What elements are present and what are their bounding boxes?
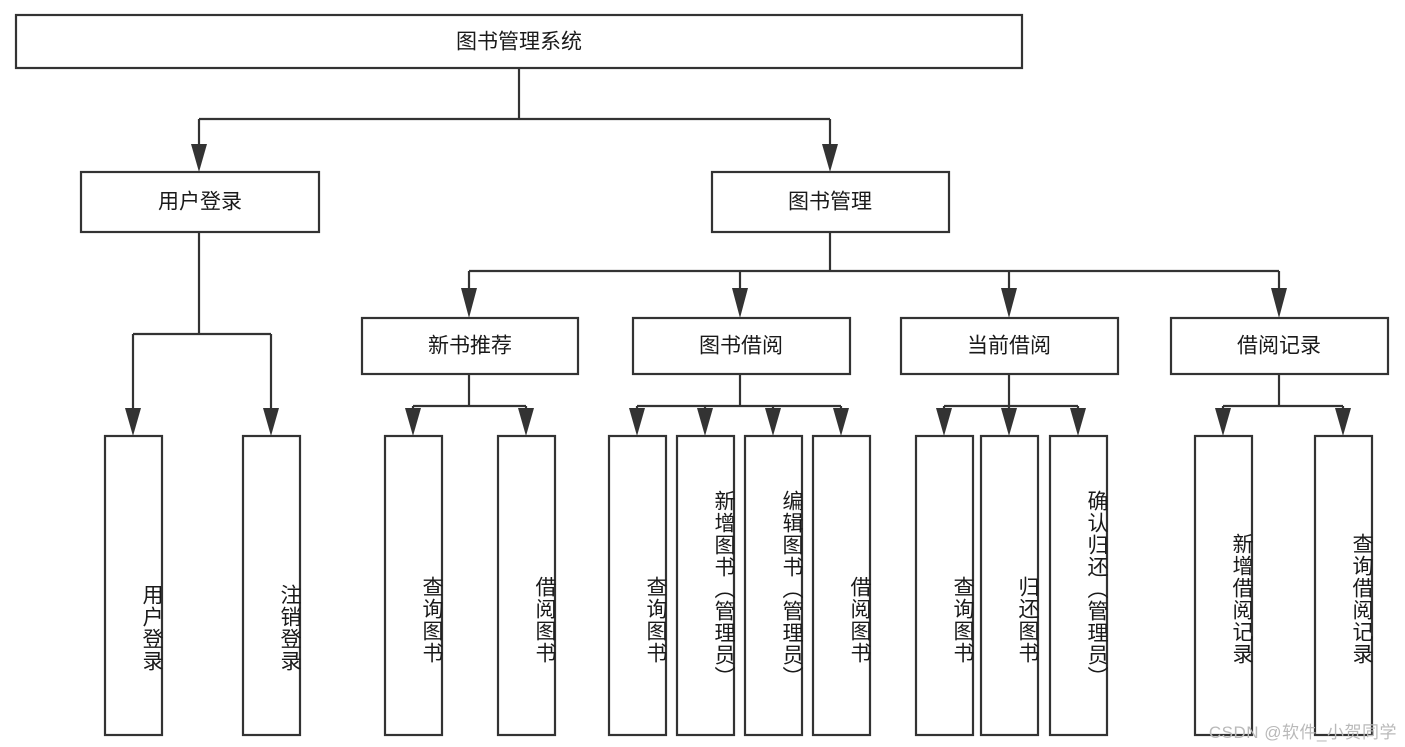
node-leaf-user-login-box[interactable]	[103, 434, 164, 737]
arrowhead-leaf-query-book-3	[936, 408, 952, 436]
node-leaf-query-record-box[interactable]	[1313, 434, 1374, 737]
arrowhead-borrow-record	[1271, 288, 1287, 318]
node-user-login-label: 用户登录	[158, 191, 242, 214]
arrowhead-leaf-query-record	[1335, 408, 1351, 436]
node-book-borrow-box[interactable]	[631, 316, 852, 376]
node-current-borrow-label: 当前借阅	[967, 335, 1051, 358]
node-borrow-record-box[interactable]	[1169, 316, 1390, 376]
node-book-manage[interactable]: 图书管理	[710, 170, 951, 234]
node-leaf-query-book-3-box[interactable]	[914, 434, 975, 737]
node-leaf-borrow-book-2-box[interactable]	[811, 434, 872, 737]
node-user-login[interactable]: 用户登录	[79, 170, 321, 234]
arrowhead-leaf-edit-book	[765, 408, 781, 436]
arrowhead-leaf-query-book-2	[629, 408, 645, 436]
node-book-borrow[interactable]: 图书借阅	[631, 316, 852, 376]
node-user-login-box[interactable]	[79, 170, 321, 234]
node-new-book-recommend-label: 新书推荐	[428, 335, 512, 358]
arrowhead-leaf-query-book-1	[405, 408, 421, 436]
arrowhead-leaf-user-logout	[263, 408, 279, 436]
node-leaf-edit-book-box[interactable]	[743, 434, 804, 737]
node-new-book-recommend[interactable]: 新书推荐	[360, 316, 580, 376]
connector-group-current-borrow	[936, 374, 1086, 436]
node-leaf-query-book-1-box[interactable]	[383, 434, 444, 737]
node-leaf-confirm-return-box[interactable]	[1048, 434, 1109, 737]
watermark-text: CSDN @软件_小贺同学	[1208, 723, 1397, 742]
connector-group-borrow-record	[1215, 374, 1351, 436]
node-book-borrow-label: 图书借阅	[699, 335, 783, 358]
arrowhead-new-book-recommend	[461, 288, 477, 318]
connector-group-new-book-recommend	[405, 374, 534, 436]
connector-group-book-borrow	[629, 374, 849, 436]
node-root-label: 图书管理系统	[456, 31, 582, 54]
node-current-borrow-box[interactable]	[899, 316, 1120, 376]
node-new-book-recommend-box[interactable]	[360, 316, 580, 376]
arrowhead-user-login	[191, 144, 207, 172]
node-current-borrow[interactable]: 当前借阅	[899, 316, 1120, 376]
node-root-box[interactable]	[14, 13, 1024, 70]
node-book-manage-box[interactable]	[710, 170, 951, 234]
arrowhead-leaf-add-book	[697, 408, 713, 436]
node-book-manage-label: 图书管理	[788, 191, 872, 214]
arrowhead-leaf-borrow-book-1	[518, 408, 534, 436]
node-borrow-record[interactable]: 借阅记录	[1169, 316, 1390, 376]
arrowhead-leaf-return-book	[1001, 408, 1017, 436]
arrowhead-leaf-confirm-return	[1070, 408, 1086, 436]
node-leaf-add-record-box[interactable]	[1193, 434, 1254, 737]
node-root[interactable]: 图书管理系统	[14, 13, 1024, 70]
node-leaf-user-logout-box[interactable]	[241, 434, 302, 737]
arrowhead-book-manage	[822, 144, 838, 172]
node-leaf-return-book-box[interactable]	[979, 434, 1040, 737]
connector-group-book-manage	[461, 232, 1287, 318]
arrowhead-current-borrow	[1001, 288, 1017, 318]
node-borrow-record-label: 借阅记录	[1237, 335, 1321, 358]
arrowhead-leaf-user-login	[125, 408, 141, 436]
node-leaf-borrow-book-1-box[interactable]	[496, 434, 557, 737]
node-leaf-query-book-2-box[interactable]	[607, 434, 668, 737]
arrowhead-book-borrow	[732, 288, 748, 318]
connector-group-root	[191, 68, 838, 172]
arrowhead-leaf-borrow-book-2	[833, 408, 849, 436]
node-leaf-add-book-box[interactable]	[675, 434, 736, 737]
arrowhead-leaf-add-record	[1215, 408, 1231, 436]
connector-group-user-login	[125, 232, 279, 436]
